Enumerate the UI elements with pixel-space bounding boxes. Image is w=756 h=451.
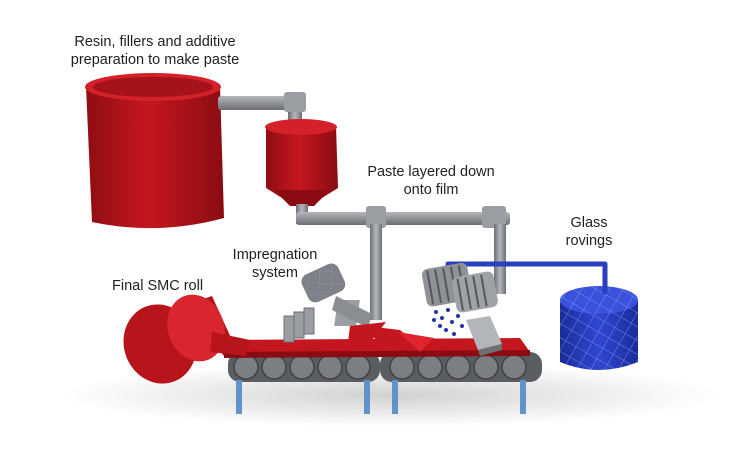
paste-box-right: [466, 316, 502, 356]
label-impreg-line1: Impregnation: [232, 247, 318, 263]
label-paste-layered: Paste layered down onto film: [352, 163, 510, 199]
label-glass-rovings: Glass rovings: [556, 214, 622, 250]
paste-distribution-pipe: [296, 204, 510, 320]
final-smc-roll: [123, 294, 250, 384]
label-resin-preparation: Resin, fillers and additive preparation …: [40, 33, 270, 69]
label-impreg-line2: system: [252, 265, 298, 281]
label-resin-line2: preparation to make paste: [70, 52, 240, 68]
label-paste-line2: onto film: [403, 182, 459, 198]
impregnation-system: [283, 263, 386, 343]
label-final-smc-roll: Final SMC roll: [112, 278, 204, 294]
intermediate-tank: [265, 119, 338, 206]
label-glass-line1: Glass: [570, 215, 608, 231]
roving-chopper: [421, 262, 498, 313]
label-paste-line1: Paste layered down: [367, 164, 495, 180]
label-impregnation-system: Impregnation system: [224, 246, 326, 282]
resin-tank: [85, 73, 224, 229]
chopped-fibers: [432, 308, 464, 336]
label-glass-line2: rovings: [565, 233, 613, 249]
label-resin-line1: Resin, fillers and additive: [74, 34, 236, 50]
glass-roving-spool: [560, 286, 638, 370]
floor-shadow: [60, 363, 720, 427]
